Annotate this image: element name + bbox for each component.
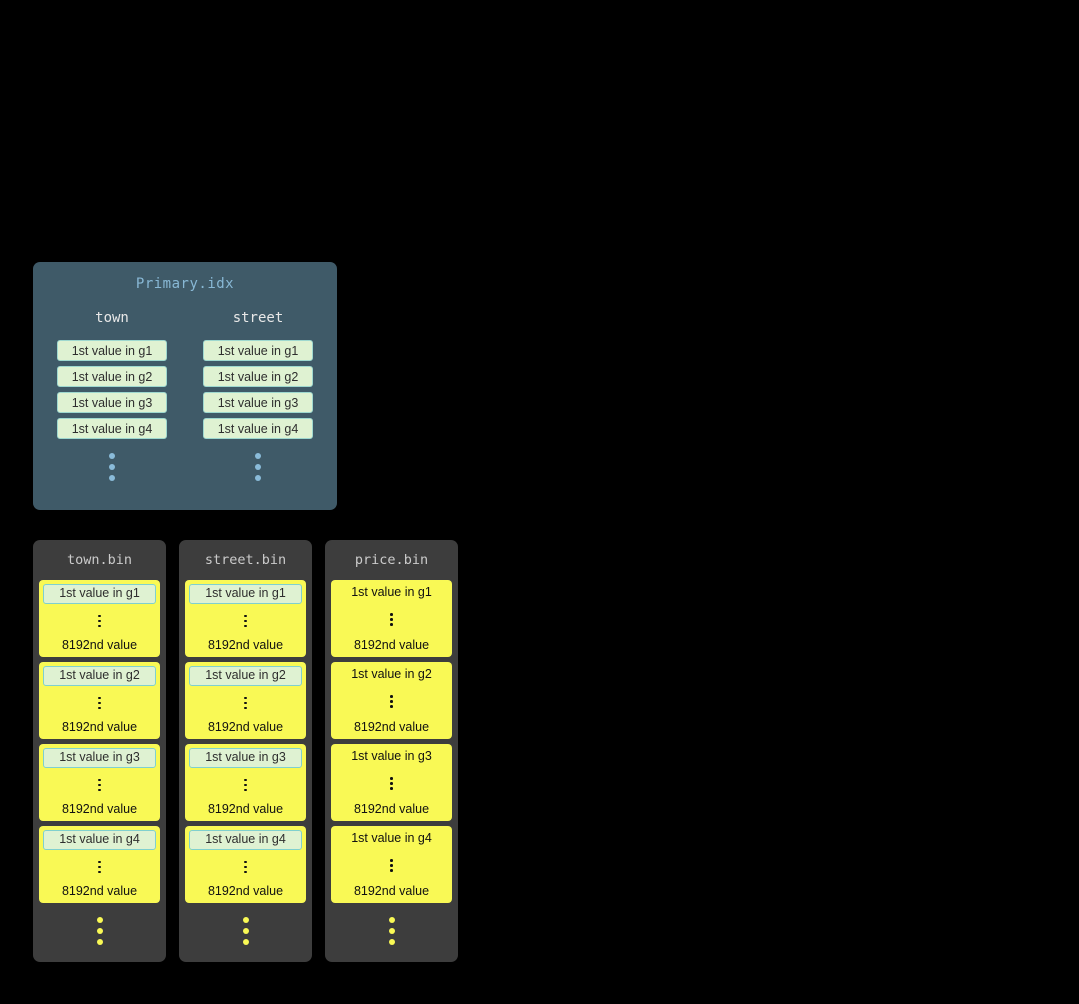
bin-panel-street: street.bin 1st value in g1 8192nd value … (179, 540, 312, 962)
granule-first-value: 1st value in g4 (351, 831, 432, 845)
granule-first-value: 1st value in g1 (43, 584, 156, 604)
granule-last-value: 8192nd value (207, 884, 284, 898)
granule-town-g4: 1st value in g4 8192nd value (39, 826, 160, 903)
primary-value-chip: 1st value in g1 (57, 340, 167, 361)
granule-street-g2: 1st value in g2 8192nd value (185, 662, 306, 739)
column-header-town: town (95, 310, 129, 326)
granule-first-value: 1st value in g4 (189, 830, 302, 850)
granule-price-g2: 1st value in g2 8192nd value (331, 662, 452, 739)
vertical-ellipsis-icon (244, 614, 247, 628)
granule-first-value: 1st value in g2 (351, 667, 432, 681)
vertical-ellipsis-icon (98, 778, 101, 792)
granule-first-value: 1st value in g3 (43, 748, 156, 768)
granule-first-value: 1st value in g3 (189, 748, 302, 768)
vertical-ellipsis-icon (244, 860, 247, 874)
primary-value-chip: 1st value in g1 (203, 340, 313, 361)
ellipsis-dots-icon (242, 917, 249, 945)
vertical-ellipsis-icon (98, 696, 101, 710)
primary-value-chip: 1st value in g3 (57, 392, 167, 413)
granule-first-value: 1st value in g1 (351, 585, 432, 599)
granule-price-g4: 1st value in g4 8192nd value (331, 826, 452, 903)
granule-last-value: 8192nd value (207, 802, 284, 816)
vertical-ellipsis-icon (390, 777, 393, 790)
vertical-ellipsis-icon (244, 778, 247, 792)
primary-index-panel: Primary.idx town 1st value in g1 1st val… (33, 262, 337, 510)
vertical-ellipsis-icon (390, 613, 393, 626)
granule-last-value: 8192nd value (61, 884, 138, 898)
bin-panel-price: price.bin 1st value in g1 8192nd value 1… (325, 540, 458, 962)
primary-column-town: town 1st value in g1 1st value in g2 1st… (57, 310, 167, 481)
ellipsis-dots-icon (388, 917, 395, 945)
primary-value-chip: 1st value in g2 (57, 366, 167, 387)
granule-first-value: 1st value in g1 (189, 584, 302, 604)
primary-index-title: Primary.idx (135, 276, 235, 292)
granule-last-value: 8192nd value (353, 884, 430, 898)
primary-column-street: street 1st value in g1 1st value in g2 1… (203, 310, 313, 481)
vertical-ellipsis-icon (390, 859, 393, 872)
granule-last-value: 8192nd value (207, 638, 284, 652)
column-header-street: street (232, 310, 284, 326)
granule-last-value: 8192nd value (61, 720, 138, 734)
primary-value-chip: 1st value in g4 (203, 418, 313, 439)
primary-index-columns: town 1st value in g1 1st value in g2 1st… (33, 310, 337, 481)
granule-price-g3: 1st value in g3 8192nd value (331, 744, 452, 821)
granule-first-value: 1st value in g2 (43, 666, 156, 686)
granule-last-value: 8192nd value (353, 720, 430, 734)
vertical-ellipsis-icon (390, 695, 393, 708)
granule-last-value: 8192nd value (353, 802, 430, 816)
vertical-ellipsis-icon (98, 860, 101, 874)
bin-title: town.bin (66, 552, 133, 568)
bin-title: street.bin (204, 552, 287, 568)
bin-panel-town: town.bin 1st value in g1 8192nd value 1s… (33, 540, 166, 962)
granule-first-value: 1st value in g4 (43, 830, 156, 850)
granule-last-value: 8192nd value (61, 638, 138, 652)
ellipsis-dots-icon (255, 453, 261, 481)
ellipsis-dots-icon (109, 453, 115, 481)
granule-price-g1: 1st value in g1 8192nd value (331, 580, 452, 657)
granule-town-g2: 1st value in g2 8192nd value (39, 662, 160, 739)
primary-value-chip: 1st value in g4 (57, 418, 167, 439)
vertical-ellipsis-icon (98, 614, 101, 628)
granule-last-value: 8192nd value (353, 638, 430, 652)
bin-files-row: town.bin 1st value in g1 8192nd value 1s… (33, 540, 458, 962)
granule-street-g3: 1st value in g3 8192nd value (185, 744, 306, 821)
granule-town-g3: 1st value in g3 8192nd value (39, 744, 160, 821)
ellipsis-dots-icon (96, 917, 103, 945)
granule-town-g1: 1st value in g1 8192nd value (39, 580, 160, 657)
primary-value-chip: 1st value in g2 (203, 366, 313, 387)
granule-last-value: 8192nd value (207, 720, 284, 734)
granule-last-value: 8192nd value (61, 802, 138, 816)
granule-first-value: 1st value in g3 (351, 749, 432, 763)
bin-title: price.bin (354, 552, 429, 568)
granule-street-g4: 1st value in g4 8192nd value (185, 826, 306, 903)
granule-first-value: 1st value in g2 (189, 666, 302, 686)
vertical-ellipsis-icon (244, 696, 247, 710)
granule-street-g1: 1st value in g1 8192nd value (185, 580, 306, 657)
primary-value-chip: 1st value in g3 (203, 392, 313, 413)
